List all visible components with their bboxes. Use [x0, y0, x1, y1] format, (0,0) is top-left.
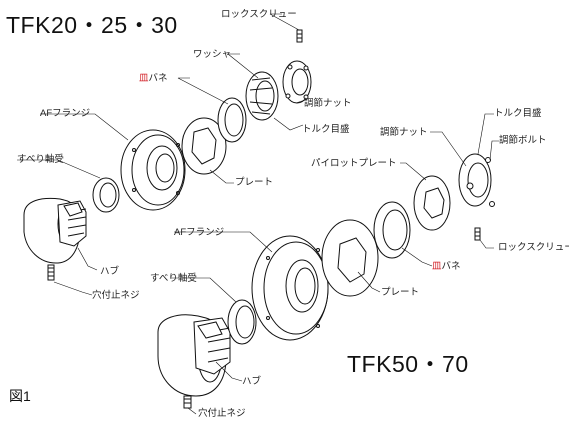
adjust-nut-large — [458, 153, 495, 207]
sliding-bearing-small — [92, 177, 120, 213]
disc-spring-large — [373, 201, 411, 259]
leader-lines-large — [171, 113, 499, 415]
label-torque-scale-small: トルク目盛 — [302, 124, 350, 135]
label-lock-screw-small: ロックスクリュー — [221, 9, 297, 20]
label-set-screw-large: 穴付止ネジ — [198, 408, 246, 419]
label-washer-small: ワッシャ — [193, 49, 232, 60]
plate-large — [321, 219, 379, 297]
label-adjust-bolt-large: 調節ボルト — [499, 135, 547, 146]
set-screw-large — [183, 395, 192, 409]
label-sliding-bearing-small: すべり軸受 — [17, 154, 64, 165]
af-flange-small — [120, 129, 186, 211]
pilot-plate — [413, 175, 451, 231]
label-af-flange-small: AFフランジ — [40, 108, 91, 119]
washer-small — [245, 71, 279, 121]
label-disc-spring-large: 皿バネ — [432, 261, 461, 272]
label-hub-small: ハブ — [100, 266, 120, 277]
label-hub-large: ハブ — [242, 376, 262, 387]
label-af-flange-large: AFフランジ — [174, 227, 225, 238]
label-sliding-bearing-large: すべり軸受 — [150, 273, 197, 284]
label-set-screw-small: 穴付止ネジ — [92, 290, 140, 301]
af-flange-large — [251, 235, 329, 341]
figure-number: 図1 — [9, 388, 31, 404]
sliding-bearing-large — [227, 299, 257, 345]
plate-small — [181, 117, 227, 175]
hub-large — [157, 314, 231, 397]
hub-small — [23, 197, 87, 264]
set-screw-small — [47, 264, 55, 281]
label-torque-scale-large: トルク目盛 — [494, 108, 542, 119]
disc-spring-small — [217, 97, 247, 143]
leader-lines-small — [17, 13, 306, 296]
label-pilot-plate: パイロットプレート — [311, 158, 397, 169]
adjust-nut-small — [282, 60, 312, 104]
label-disc-spring-small: 皿バネ — [139, 73, 168, 84]
label-adjust-nut-small: 調節ナット — [304, 98, 352, 109]
label-plate-small: プレート — [235, 177, 274, 188]
label-adjust-nut-large: 調節ナット — [380, 127, 428, 138]
title-small-models: TFK20・25・30 — [6, 12, 178, 38]
lock-screw-large — [474, 227, 481, 241]
title-large-models: TFK50・70 — [347, 351, 469, 377]
label-lock-screw-large: ロックスクリュー — [498, 242, 569, 253]
label-plate-large: プレート — [381, 287, 420, 298]
lock-screw-small — [296, 29, 303, 43]
